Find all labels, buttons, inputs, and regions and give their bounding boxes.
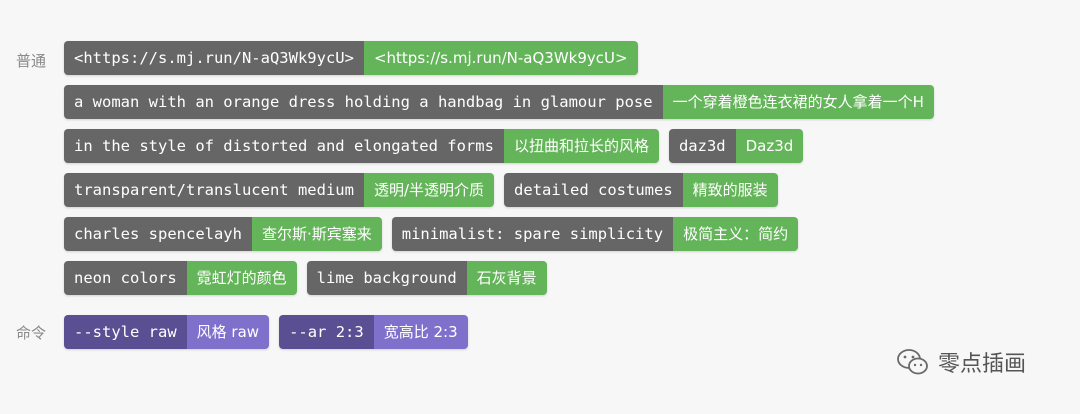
prompt-tag[interactable]: in the style of distorted and elongated …	[64, 129, 659, 163]
prompt-tag-zh: <https://s.mj.run/N-aQ3Wk9ycU>	[363, 41, 638, 75]
prompt-tag-en: lime background	[306, 261, 467, 295]
prompt-row: <https://s.mj.run/N-aQ3Wk9ycU> <https://…	[64, 41, 934, 75]
prompt-tag-en: a woman with an orange dress holding a h…	[64, 85, 663, 119]
prompt-tag-zh: 一个穿着橙色连衣裙的女人拿着一个H	[662, 85, 934, 119]
prompt-tag-zh: 霓虹灯的颜色	[186, 261, 297, 295]
prompt-tag-en: in the style of distorted and elongated …	[64, 129, 504, 163]
command-tag[interactable]: --style raw 风格 raw	[64, 315, 270, 349]
prompt-tag[interactable]: <https://s.mj.run/N-aQ3Wk9ycU> <https://…	[64, 41, 638, 75]
prompt-row: transparent/translucent medium 透明/半透明介质 …	[64, 173, 934, 207]
prompt-tag[interactable]: lime background 石灰背景	[306, 261, 547, 295]
command-tag[interactable]: --ar 2:3 宽高比 2:3	[279, 315, 468, 349]
prompt-row: in the style of distorted and elongated …	[64, 129, 934, 163]
prompt-tag-en: detailed costumes	[504, 173, 683, 207]
prompt-rows: <https://s.mj.run/N-aQ3Wk9ycU> <https://…	[64, 41, 934, 305]
command-row: --style raw 风格 raw --ar 2:3 宽高比 2:3	[64, 315, 468, 349]
command-tag-zh: 宽高比 2:3	[373, 315, 468, 349]
prompt-tag-en: charles spencelayh	[64, 217, 252, 251]
prompt-row: neon colors 霓虹灯的颜色 lime background 石灰背景	[64, 261, 934, 295]
prompt-tag-zh: 精致的服装	[682, 173, 778, 207]
command-tag-en: --style raw	[64, 315, 187, 349]
prompt-tag-en: <https://s.mj.run/N-aQ3Wk9ycU>	[64, 41, 364, 75]
prompt-row: a woman with an orange dress holding a h…	[64, 85, 934, 119]
prompt-tag-zh: 查尔斯·斯宾塞来	[251, 217, 382, 251]
prompt-tag[interactable]: charles spencelayh 查尔斯·斯宾塞来	[64, 217, 382, 251]
prompt-tag-zh: 透明/半透明介质	[363, 173, 495, 207]
command-tag-en: --ar 2:3	[279, 315, 374, 349]
prompt-tag-zh: Daz3d	[735, 129, 804, 163]
prompt-tag-zh: 极简主义：简约	[673, 217, 799, 251]
prompt-tag-zh: 石灰背景	[466, 261, 547, 295]
watermark: 零点插画	[896, 346, 1026, 378]
prompt-tag-en: transparent/translucent medium	[64, 173, 364, 207]
prompt-tag[interactable]: minimalist: spare simplicity 极简主义：简约	[391, 217, 799, 251]
prompt-tag-en: minimalist: spare simplicity	[391, 217, 674, 251]
prompt-tag[interactable]: transparent/translucent medium 透明/半透明介质	[64, 173, 495, 207]
prompt-tag-en: neon colors	[64, 261, 187, 295]
section-label-command: 命令	[16, 324, 47, 342]
prompt-tag[interactable]: a woman with an orange dress holding a h…	[64, 85, 934, 119]
command-rows: --style raw 风格 raw --ar 2:3 宽高比 2:3	[64, 315, 468, 359]
prompt-row: charles spencelayh 查尔斯·斯宾塞来 minimalist: …	[64, 217, 934, 251]
prompt-tag[interactable]: neon colors 霓虹灯的颜色	[64, 261, 297, 295]
prompt-tag-en: daz3d	[668, 129, 736, 163]
watermark-text: 零点插画	[938, 352, 1027, 377]
command-tag-zh: 风格 raw	[186, 315, 270, 349]
prompt-tag[interactable]: detailed costumes 精致的服装	[504, 173, 778, 207]
section-label-normal: 普通	[16, 52, 47, 70]
prompt-tag-zh: 以扭曲和拉长的风格	[503, 129, 659, 163]
prompt-tag[interactable]: daz3d Daz3d	[668, 129, 804, 163]
wechat-icon	[897, 349, 928, 375]
